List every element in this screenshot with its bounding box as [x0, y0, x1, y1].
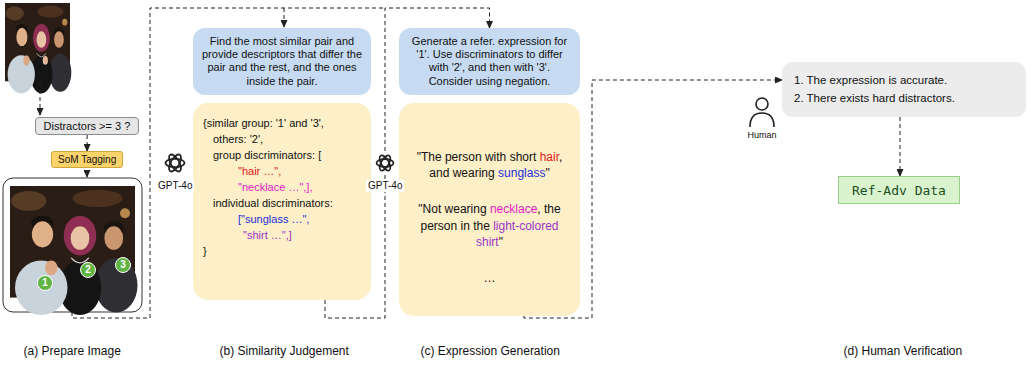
- expression-part: necklace: [490, 202, 537, 216]
- code-line: }: [203, 243, 363, 259]
- decision-box: Distractors >= 3 ?: [35, 117, 140, 135]
- caption: (d) Human Verification: [842, 345, 965, 359]
- text: Find the most similar pair and provide d…: [202, 35, 362, 87]
- model-label: GPT-4o: [366, 180, 404, 192]
- expression-part: "The person with short: [417, 150, 540, 164]
- prompt-box: Find the most similar pair and provide d…: [193, 28, 371, 95]
- verification-box: 1. The expression is accurate. 2. There e…: [782, 62, 1026, 117]
- callout-number: 1: [37, 275, 53, 291]
- flow-arrow: [40, 83, 41, 115]
- caption: (b) Similarity Judgement: [218, 345, 351, 359]
- code-line: individual discriminators:: [213, 195, 363, 211]
- text: SoM Tagging: [58, 154, 116, 165]
- caption: (c) Expression Generation: [419, 345, 562, 359]
- result-box: Ref-Adv Data: [838, 176, 960, 204]
- expression: "Not wearing necklace, the person in the…: [409, 201, 570, 250]
- code-line: "shirt …",]: [243, 227, 363, 243]
- callout-number: 3: [115, 257, 131, 273]
- expression: …: [409, 270, 570, 286]
- text: Ref-Adv Data: [852, 183, 946, 198]
- expression-part: hair: [540, 150, 559, 164]
- output-box: {similar group: '1' and '3',others: '2',…: [193, 103, 371, 300]
- expression-part: ": [499, 235, 503, 249]
- code-line: ["sunglass …",: [238, 211, 363, 227]
- code-line: {similar group: '1' and '3',: [203, 115, 363, 131]
- caption: (a) Prepare Image: [22, 345, 123, 359]
- model-label: GPT-4o: [156, 180, 194, 192]
- code-line: "necklace …",],: [238, 179, 363, 195]
- expression-part: "Not wearing: [418, 202, 490, 216]
- code-line: others: '2',: [213, 131, 363, 147]
- text: 3: [120, 260, 126, 270]
- text: 1: [42, 278, 48, 288]
- gpt-logo: [374, 152, 396, 174]
- flow-arrow: [87, 170, 88, 177]
- text: 2: [85, 265, 91, 275]
- expression-part: …: [484, 271, 496, 285]
- tagged-photo: [10, 186, 138, 315]
- flow-arrow: [284, 8, 285, 27]
- process-box: SoM Tagging: [51, 151, 123, 168]
- photo: [5, 3, 71, 93]
- actor-label: Human: [746, 130, 779, 140]
- expression-part: sunglass: [498, 166, 545, 180]
- text: 2. There exists hard distractors.: [794, 91, 1014, 107]
- code-line: group discriminators: [: [213, 147, 363, 163]
- dashed-arrow: [87, 135, 88, 151]
- output-box: "The person with short hair, and wearing…: [399, 103, 580, 316]
- expression-part: ": [545, 166, 549, 180]
- text: 1. The expression is accurate.: [794, 73, 1014, 89]
- prompt-box: Generate a refer. expression for '1'. Us…: [399, 28, 580, 95]
- gpt-logo: [163, 151, 188, 176]
- text: Generate a refer. expression for '1'. Us…: [412, 35, 567, 87]
- text: Distractors >= 3 ?: [44, 120, 131, 132]
- expression: "The person with short hair, and wearing…: [409, 149, 570, 181]
- dashed-arrow: [900, 117, 901, 176]
- code-line: "hair …",: [238, 163, 363, 179]
- human-icon: [750, 98, 774, 127]
- callout-number: 2: [80, 262, 96, 278]
